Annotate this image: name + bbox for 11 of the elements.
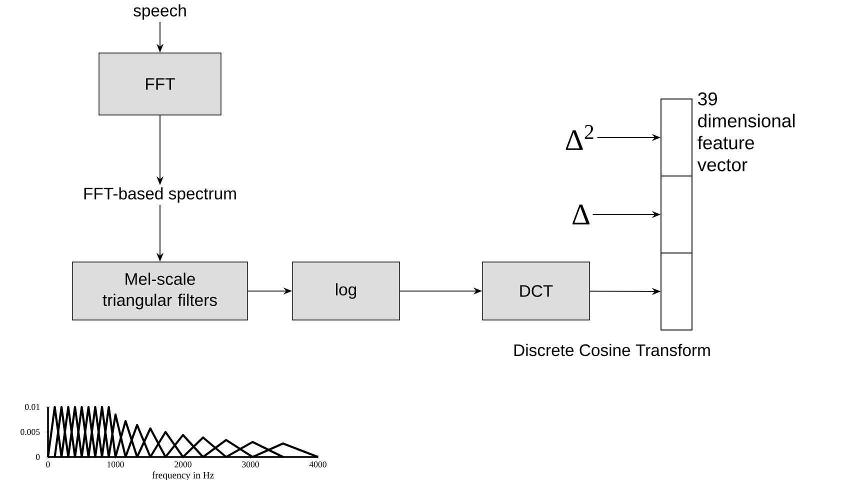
caption-text: Discrete Cosine Transform (514, 344, 710, 356)
x-tick-label: 3000 (242, 461, 259, 468)
caption-text: 39 dimensional feature vector (697, 92, 795, 172)
x-axis-title: frequency in Hz (152, 472, 214, 480)
x-tick-label: 0 (46, 461, 50, 468)
x-tick-label: 1000 (107, 461, 124, 468)
x-tick-label: 4000 (309, 461, 326, 468)
y-tick-label: 0.005 (20, 429, 40, 435)
y-tick-label: 0.01 (24, 404, 40, 410)
y-tick-label: 0 (36, 454, 40, 460)
x-tick-label: 2000 (174, 461, 192, 468)
